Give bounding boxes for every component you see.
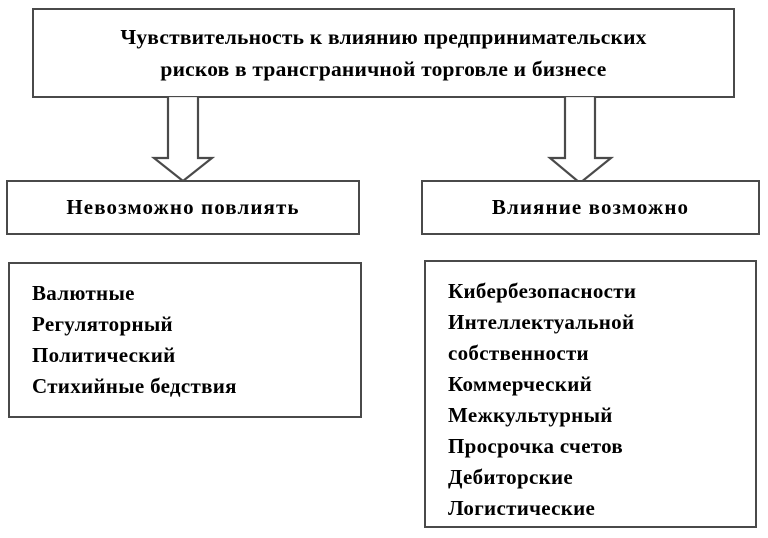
root-title-text: Чувствительность к влиянию предпринимате… — [120, 25, 647, 81]
list-item: Политический — [32, 343, 176, 367]
list-item: Валютные — [32, 281, 135, 305]
arrow-down-icon — [150, 96, 216, 182]
category-header-influence-possible: Влияние возможно — [421, 180, 760, 235]
list-item: Межкультурный — [448, 403, 613, 427]
list-item: Интеллектуальной — [448, 310, 635, 334]
risk-list: Валютные Регуляторный Политический Стихи… — [32, 278, 360, 402]
list-item: Дебиторские — [448, 465, 573, 489]
list-item: Регуляторный — [32, 312, 173, 336]
root-title-box: Чувствительность к влиянию предпринимате… — [32, 8, 735, 98]
list-item: Логистические — [448, 496, 596, 520]
risk-list-cannot-influence: Валютные Регуляторный Политический Стихи… — [8, 262, 362, 418]
category-header-cannot-influence: Невозможно повлиять — [6, 180, 360, 235]
risk-list: Кибербезопасности Интеллектуальной собст… — [448, 276, 755, 524]
list-item: Коммерческий — [448, 372, 593, 396]
list-item: Кибербезопасности — [448, 279, 637, 303]
risk-list-influence-possible: Кибербезопасности Интеллектуальной собст… — [424, 260, 757, 528]
category-header-label: Влияние возможно — [491, 195, 690, 219]
list-item: Стихийные бедствия — [32, 374, 237, 398]
list-item: Просрочка счетов — [448, 434, 624, 458]
list-item: собственности — [448, 341, 589, 365]
category-header-label: Невозможно повлиять — [66, 195, 300, 219]
arrow-down-icon — [546, 96, 615, 184]
